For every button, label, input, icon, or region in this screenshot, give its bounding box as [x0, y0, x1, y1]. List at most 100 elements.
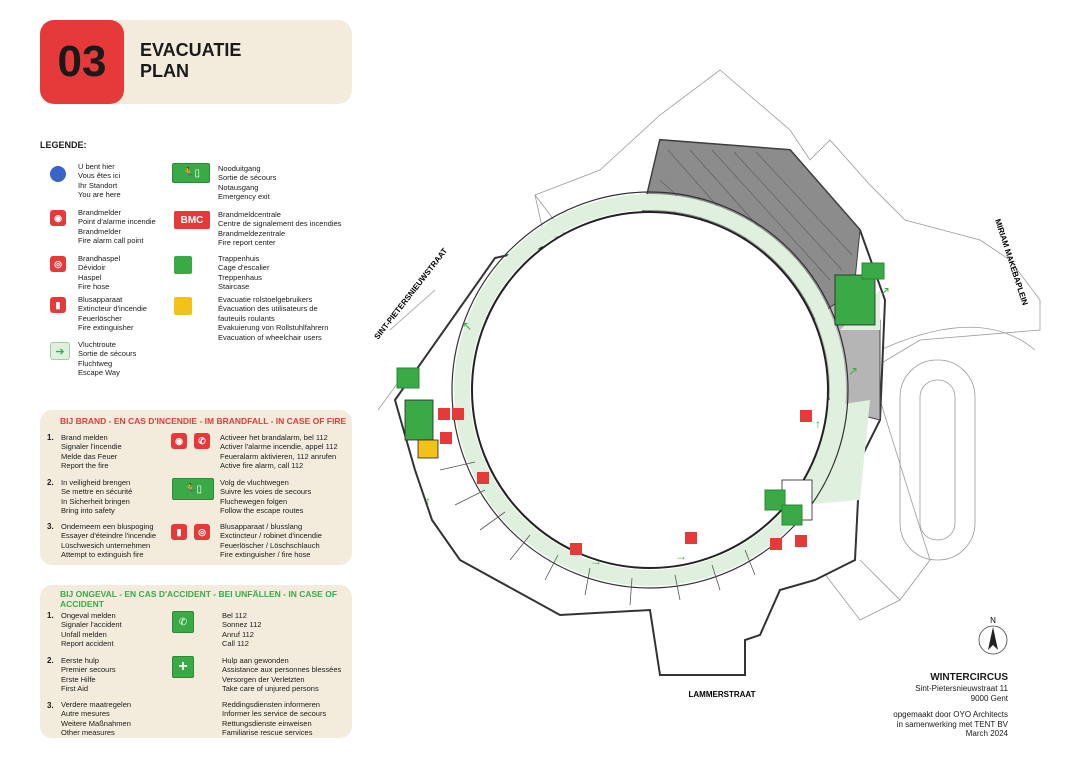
accident-step-number: 2.: [47, 656, 54, 665]
step-text: Rettungsdienste einweisen: [222, 718, 312, 728]
credit-line: opgemaakt door OYO Architects: [893, 710, 1008, 720]
step-text: Active fire alarm, call 112: [220, 461, 304, 471]
step-text: In veiligheid brengen: [61, 478, 131, 487]
step-text: In Sicherheit bringen: [61, 496, 130, 506]
street-label-west: SINT-PIETERSNIEUWSTRAAT: [372, 246, 449, 341]
step-text: Reddingsdiensten informeren: [222, 700, 320, 709]
fire-extinguisher-icon: ▮: [171, 524, 187, 540]
outer-ring-wall: [451, 191, 849, 589]
step-text: Fluchewegen folgen: [220, 496, 288, 506]
route-arrow: ↗: [848, 364, 858, 378]
venue-info: WINTERCIRCUS Sint-Pietersnieuwstraat 11 …: [893, 672, 1008, 739]
staircase-west: [404, 399, 434, 441]
step-text: Autre mesures: [61, 709, 110, 719]
you-are-here-dot: [50, 166, 66, 182]
step-text: Eerste hulp: [61, 656, 99, 665]
route-arrow: ↖: [462, 319, 472, 333]
legend-text: Blusapparaat: [78, 295, 123, 304]
venue-address-line: Sint-Pietersnieuwstraat 11: [915, 684, 1008, 693]
fire-marker: [800, 410, 812, 422]
accident-step-number: 3.: [47, 701, 54, 710]
legend-text: Sortie de sécours: [218, 173, 277, 183]
race-track-inner: [919, 379, 956, 541]
legend-text: Brandmeldcentrale: [218, 210, 281, 219]
step-text: Signaler l'accident: [61, 620, 122, 630]
legend-text: Evacuation of wheelchair users: [218, 332, 322, 342]
step-text: First Aid: [61, 684, 89, 694]
legend-text: Evakuierung von Rollstuhlfahrern: [218, 323, 329, 333]
step-text: Take care of unjured persons: [222, 684, 319, 694]
step-text: Fire extinguisher / fire hose: [220, 550, 311, 560]
legend-text: Fire report center: [218, 238, 276, 248]
step-text: Call 112: [222, 639, 249, 649]
fire-extinguisher-icon: ▮: [50, 297, 66, 313]
fire-alarm-call-point-icon: ◉: [50, 210, 66, 226]
route-arrow: →: [675, 549, 687, 563]
legend-text: Extincteur d'incendie: [78, 304, 147, 314]
step-text: Report accident: [61, 639, 114, 649]
emergency-phone-icon: ✆: [172, 611, 194, 633]
exit-sign: [764, 489, 786, 511]
route-arrow: ↑: [815, 417, 821, 431]
exit-sign: [861, 262, 885, 280]
step-text: Sonnez 112: [222, 620, 262, 630]
escape-way-arrow-icon: ➔: [50, 342, 70, 360]
plan-title: EVACUATIE PLAN: [140, 40, 280, 82]
step-text: Bring into safety: [61, 506, 115, 516]
step-text: Brand melden: [61, 433, 108, 442]
route-arrows: ↖ ↑ → → ↑ ↗ ↗: [425, 284, 890, 568]
step-text: Follow the escape routes: [220, 506, 304, 516]
legend-text: Fire extinguisher: [78, 323, 134, 333]
fire-step-number: 3.: [47, 522, 54, 531]
step-text: Attempt to extinguish fire: [61, 550, 144, 560]
fire-marker: [452, 408, 464, 420]
accident-heading-line: ACCIDENT: [60, 599, 104, 609]
step-text: Familiarise rescue services: [222, 728, 313, 738]
step-text: Se mettre en sécurité: [61, 487, 133, 497]
step-text: Essayer d'éteindre l'incendie: [61, 531, 157, 541]
step-text: Suivre les voies de secours: [220, 487, 312, 497]
legend-text: Vluchtroute: [78, 340, 116, 349]
legend-text: Escape Way: [78, 368, 120, 378]
legend-text: Sortie de sécours: [78, 349, 137, 359]
step-text: Informer les service de secours: [222, 709, 327, 719]
legend-text: Feuerlöscher: [78, 313, 122, 323]
accident-heading-line: BIJ ONGEVAL - EN CAS D'ACCIDENT - BEI UN…: [60, 589, 338, 599]
step-text: Ongeval melden: [61, 611, 116, 620]
fire-hose-icon: ◎: [50, 256, 66, 272]
route-arrow: ↗: [880, 284, 890, 298]
venue-name: WINTERCIRCUS: [930, 672, 1008, 683]
fire-step-number: 1.: [47, 433, 54, 442]
route-arrow: ↑: [425, 494, 431, 508]
fire-hose-icon: ◎: [194, 524, 210, 540]
compass-north-label: N: [990, 616, 996, 625]
legend-text: Emergency exit: [218, 192, 270, 202]
legend-text: Staircase: [218, 282, 250, 292]
legend-text: Ihr Standort: [78, 180, 118, 190]
street-label-south: LAMMERSTRAAT: [689, 690, 756, 699]
legend-heading: LEGENDE:: [40, 140, 87, 150]
plan-title-line2: PLAN: [140, 61, 189, 81]
staircase-swatch: [174, 256, 192, 274]
fire-marker: [440, 432, 452, 444]
accident-instructions-card: [40, 585, 352, 738]
step-text: Premier secours: [61, 665, 116, 675]
legend-text: You are here: [78, 190, 121, 200]
fire-marker: [770, 538, 782, 550]
legend-text: Cage d'escalier: [218, 263, 270, 273]
legend-text: Brandmeldezentrale: [218, 228, 286, 238]
emergency-exit-icon: 🏃▯: [172, 163, 210, 183]
venue-address-line: 9000 Gent: [970, 693, 1008, 703]
bmc-icon: BMC: [174, 211, 210, 229]
